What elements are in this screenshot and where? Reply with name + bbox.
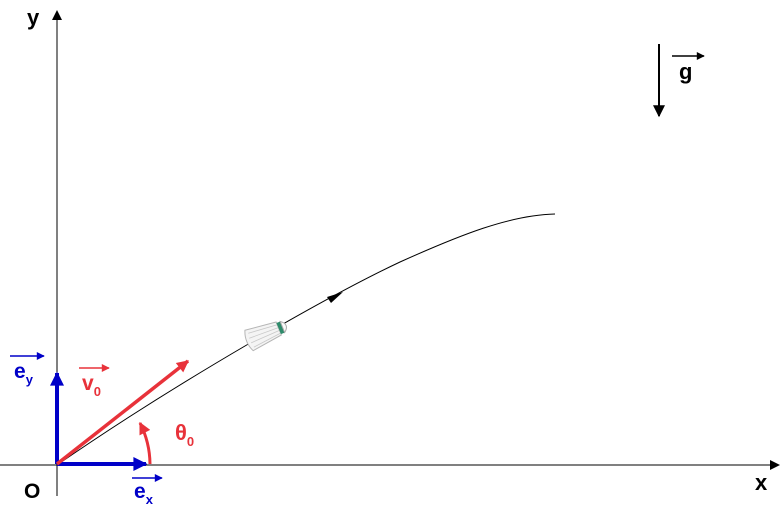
shuttlecock-icon <box>244 320 287 352</box>
ey-label: ey <box>14 360 34 387</box>
gravity-vector: g <box>653 44 705 118</box>
gravity-label: g <box>679 59 692 84</box>
v0-subscript: 0 <box>94 384 101 399</box>
angle-label: θ0 <box>175 420 194 449</box>
v0-label: v0 <box>82 372 101 399</box>
unit-vector-ex: ex <box>57 457 163 506</box>
angle-subscript: 0 <box>187 434 194 449</box>
velocity-vector: v0 <box>55 359 190 466</box>
launch-angle: θ0 <box>138 420 194 465</box>
y-axis-label: y <box>27 5 40 30</box>
angle-arc <box>138 421 152 465</box>
ey-subscript: y <box>26 372 34 387</box>
unit-vector-ey: ey <box>10 352 64 464</box>
ex-subscript: x <box>146 492 154 506</box>
ex-label: ex <box>134 480 154 506</box>
trajectory-direction-arrow <box>327 292 343 303</box>
v0-arrow <box>55 359 190 466</box>
x-axis-label: x <box>755 470 768 495</box>
origin-label: O <box>24 480 40 503</box>
trajectory-curve <box>56 213 556 466</box>
